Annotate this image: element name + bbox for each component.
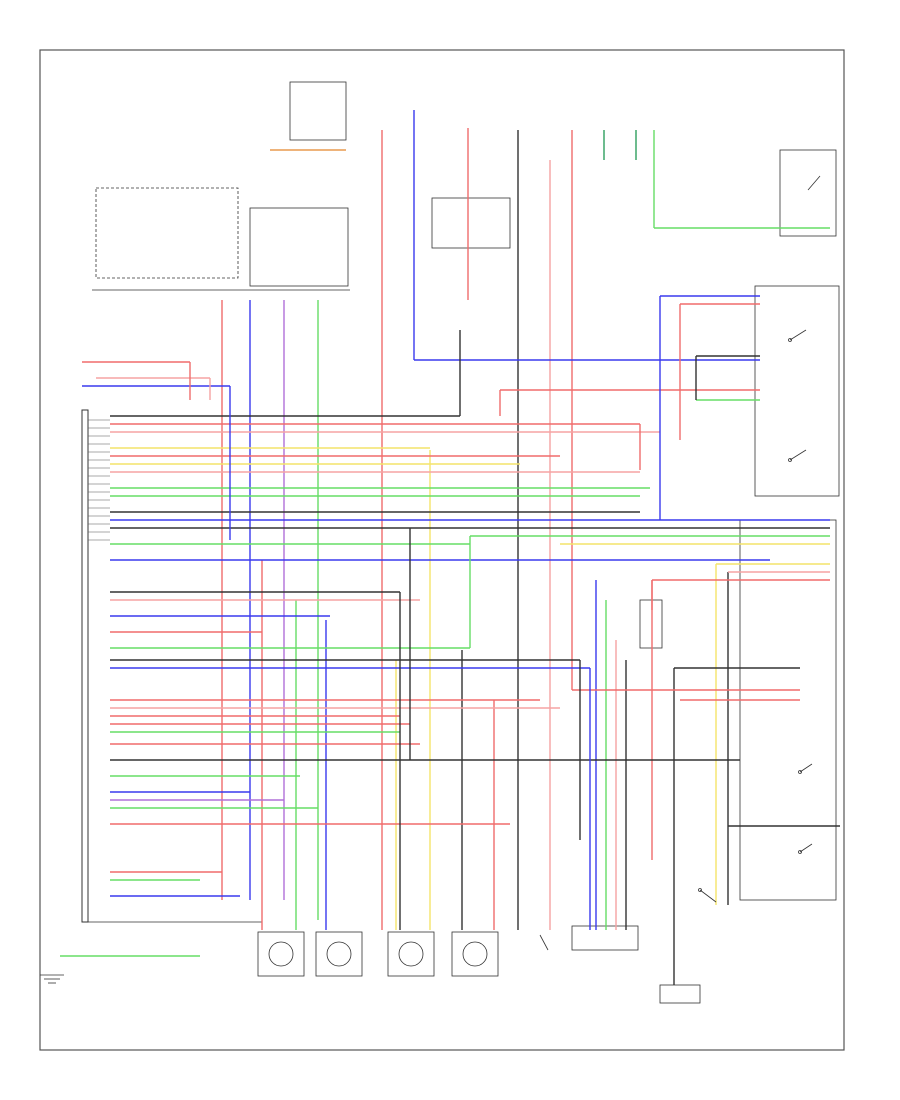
ignition-switch-box	[431, 197, 511, 249]
sensor-icon	[315, 931, 363, 977]
ground-icon	[40, 974, 64, 984]
shift-position-switch-box	[754, 285, 840, 497]
sensor-icon	[257, 931, 305, 977]
connector-icon	[659, 984, 701, 1004]
wheel-speed-sensors	[257, 925, 701, 1004]
sensor-icon	[387, 931, 435, 977]
connector-icon	[571, 925, 639, 951]
control-module-box	[81, 409, 89, 923]
sensor-icon	[451, 931, 499, 977]
solenoid-box	[639, 599, 663, 649]
pin-label-column	[88, 419, 110, 541]
wire-bends	[189, 296, 697, 930]
relay-box	[289, 81, 347, 141]
horizontal-wires	[60, 149, 840, 957]
fuse-block-top	[95, 187, 239, 279]
brake-switch-box	[779, 149, 837, 237]
sensor-box-right	[739, 519, 837, 901]
junction-box	[249, 207, 349, 287]
switch-icon	[539, 175, 821, 951]
diagram-frame	[39, 49, 845, 1051]
vertical-wires	[221, 110, 729, 985]
